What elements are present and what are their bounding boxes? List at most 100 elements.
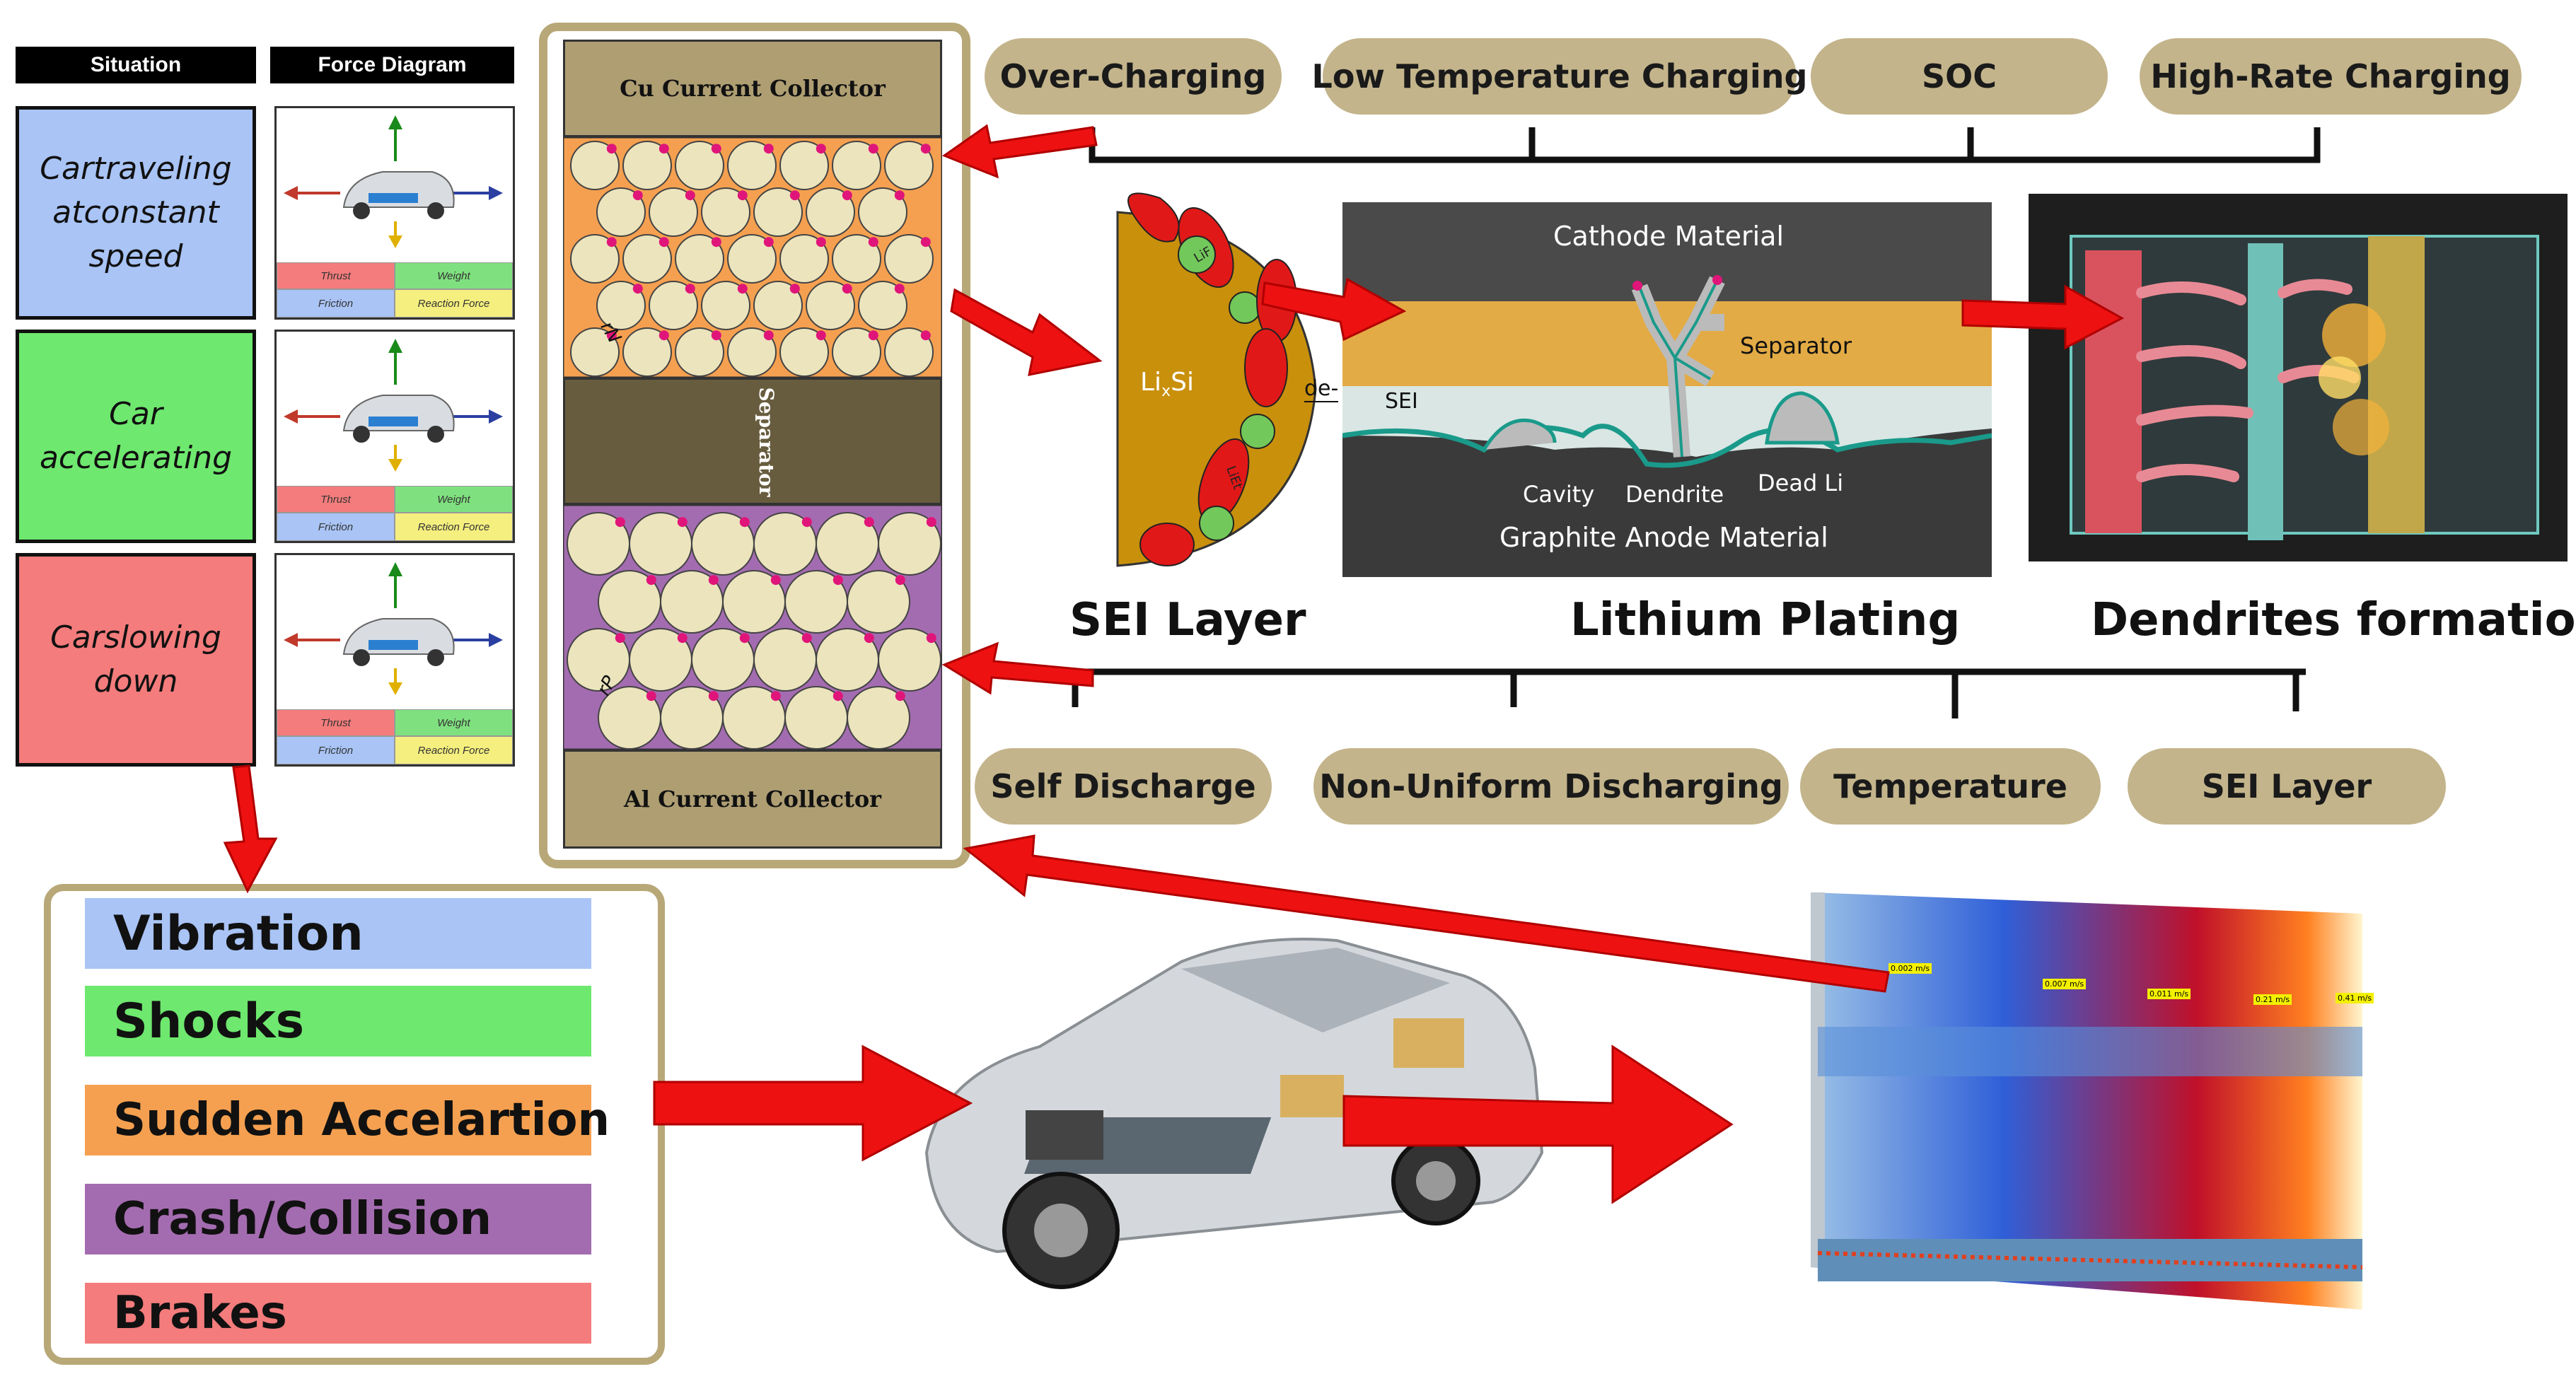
electrode-particle — [727, 141, 777, 190]
lithium-ion-dot — [737, 190, 748, 201]
force-cell-thrust: Thrust — [277, 486, 395, 513]
cause-over-charging: Over-Charging — [985, 38, 1282, 115]
plating-separator-label: Separator — [1740, 332, 1852, 359]
force-diagram-constant-speed: Thrust Weight Friction Reaction Force — [274, 106, 515, 320]
factor-crash-collision: Crash/Collision — [85, 1184, 591, 1254]
electrode-particle — [884, 141, 934, 190]
electrode-particle — [727, 327, 777, 377]
electrode-particle — [649, 281, 698, 330]
lithium-ion-dot — [789, 284, 800, 294]
electrode-particle — [596, 187, 646, 237]
lithium-ion-dot — [801, 633, 812, 644]
lithium-ion-dot — [868, 237, 878, 248]
electrode-particle — [884, 234, 934, 284]
force-cell-weight: Weight — [395, 709, 513, 736]
lithium-ion-dot — [685, 190, 695, 201]
cause-high-rate-charging: High-Rate Charging — [2140, 38, 2522, 115]
lithium-ion-dot — [894, 284, 905, 294]
cfd-simulation — [1811, 892, 2363, 1310]
lithium-ion-dot — [711, 237, 721, 248]
cause-sei-layer: SEI Layer — [2128, 748, 2446, 825]
lithium-ion-dot — [615, 633, 625, 644]
plating-cavity-label: Cavity — [1523, 481, 1595, 508]
lithium-ion-dot — [816, 144, 826, 154]
arrow-table-to-factors — [223, 764, 278, 894]
lithium-ion-dot — [895, 691, 905, 701]
force-cell-friction: Friction — [277, 513, 395, 541]
electrode-particle — [832, 234, 881, 284]
electrode-particle — [878, 628, 941, 692]
lithium-ion-dot — [632, 190, 643, 201]
cu-current-collector: Cu Current Collector — [563, 40, 942, 137]
electrode-particle — [884, 327, 934, 377]
electrode-particle — [622, 141, 672, 190]
cause-non-uniform-discharging: Non-Uniform Discharging — [1313, 748, 1789, 825]
electrode-particle — [878, 512, 941, 576]
sei-de-label: de- — [1304, 376, 1339, 402]
electrode-particle — [779, 327, 829, 377]
velocity-label-2: 0.007 m/s — [2043, 979, 2087, 989]
electrode-particle — [753, 281, 803, 330]
plating-sei-label: SEI — [1385, 389, 1418, 414]
force-cell-reaction: Reaction Force — [395, 736, 513, 764]
lithium-ion-dot — [920, 237, 931, 248]
velocity-label-1: 0.002 m/s — [1889, 963, 1932, 974]
lithium-ion-dot — [770, 575, 781, 586]
force-cell-friction: Friction — [277, 289, 395, 318]
situation-slowing-down: Carslowing down — [16, 553, 256, 767]
sei-core-label: LixSi — [1140, 368, 1194, 400]
lithium-ion-dot — [763, 330, 774, 341]
electrode-particle — [622, 327, 672, 377]
factor-brakes: Brakes — [85, 1283, 591, 1344]
situation-constant-speed: Cartraveling atconstant speed — [16, 106, 256, 320]
lithium-ion-dot — [677, 633, 687, 644]
lithium-plating-illustration — [1342, 202, 1992, 577]
electrode-particle — [649, 187, 698, 237]
lithium-ion-dot — [739, 633, 750, 644]
electrode-particle — [622, 234, 672, 284]
lithium-ion-dot — [711, 330, 721, 341]
electrode-particle — [847, 570, 910, 634]
electrode-particle — [675, 234, 724, 284]
cathode-layer — [563, 505, 942, 750]
lithium-ion-dot — [737, 284, 748, 294]
electrode-particle — [858, 281, 907, 330]
lithium-ion-dot — [864, 517, 874, 528]
factor-shocks: Shocks — [85, 986, 591, 1056]
anode-layer — [563, 137, 942, 378]
lithium-ion-dot — [646, 575, 656, 586]
sei-core-main: Li — [1140, 368, 1162, 397]
lithium-ion-dot — [868, 144, 878, 154]
lithium-ion-dot — [708, 691, 719, 701]
arrow-cell-to-sei — [950, 288, 1103, 376]
lithium-ion-dot — [832, 691, 843, 701]
header-force-diagram: Force Diagram — [270, 47, 514, 83]
lithium-ion-dot — [606, 144, 617, 154]
electrode-particle — [832, 327, 881, 377]
lithium-ion-dot — [801, 517, 812, 528]
velocity-label-3: 0.011 m/s — [2147, 989, 2191, 999]
lithium-ion-dot — [816, 330, 826, 341]
force-cell-weight: Weight — [395, 262, 513, 289]
lithium-ion-dot — [789, 190, 800, 201]
plating-dendrite-label: Dendrite — [1625, 481, 1724, 508]
plating-cathode-label: Cathode Material — [1553, 221, 1785, 252]
velocity-label-4: 0.21 m/s — [2253, 994, 2292, 1005]
lithium-ion-dot — [658, 237, 669, 248]
plating-anode-label: Graphite Anode Material — [1499, 522, 1828, 553]
cause-self-discharge: Self Discharge — [975, 748, 1272, 825]
lithium-ion-dot — [920, 144, 931, 154]
lithium-ion-dot — [763, 144, 774, 154]
lithium-ion-dot — [658, 330, 669, 341]
electrode-particle — [570, 141, 620, 190]
sei-core-sub: x — [1161, 383, 1171, 401]
plating-dead-li-label: Dead Li — [1758, 470, 1844, 496]
lithium-ion-dot — [864, 633, 874, 644]
lithium-ion-dot — [926, 517, 936, 528]
force-cell-reaction: Reaction Force — [395, 289, 513, 318]
force-diagram-car-icon — [284, 115, 503, 248]
lithium-ion-dot — [842, 190, 852, 201]
electrode-particle — [596, 281, 646, 330]
electrode-particle — [847, 686, 910, 750]
lithium-ion-dot — [739, 517, 750, 528]
